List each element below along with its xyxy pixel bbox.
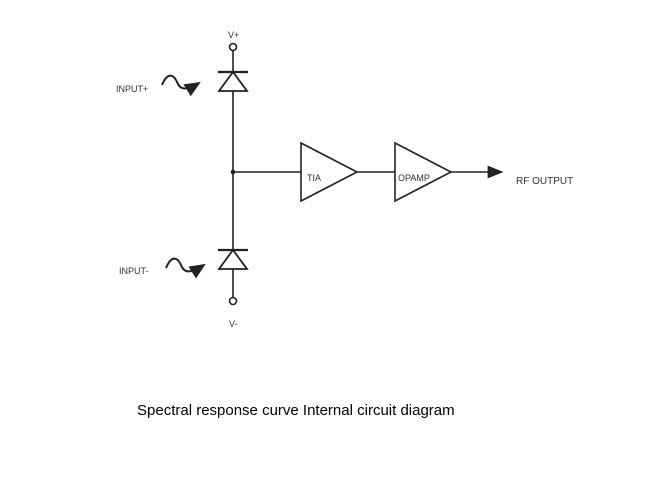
photodiode-bottom bbox=[217, 248, 249, 297]
v-plus-node bbox=[228, 42, 238, 52]
input-plus-label: INPUT+ bbox=[116, 84, 148, 94]
amplifier-triangle-icon bbox=[394, 141, 453, 203]
input-minus: INPUT- bbox=[119, 257, 206, 279]
v-plus-terminal: V+ bbox=[228, 30, 239, 72]
v-minus-terminal: V- bbox=[228, 296, 238, 329]
v-plus-label: V+ bbox=[228, 30, 239, 40]
tia-label: TIA bbox=[307, 173, 321, 183]
tia-amplifier: TIA bbox=[300, 141, 359, 203]
rf-output-label: RF OUTPUT bbox=[516, 176, 573, 187]
opamp-amplifier: OPAMP bbox=[394, 141, 453, 203]
photodiode-top bbox=[217, 70, 249, 172]
light-wave-arrow-icon bbox=[165, 257, 206, 279]
amplifier-triangle-icon bbox=[300, 141, 359, 203]
opamp-label: OPAMP bbox=[398, 173, 430, 183]
v-minus-node bbox=[228, 296, 238, 306]
light-wave-arrow-icon bbox=[161, 74, 201, 97]
input-minus-label: INPUT- bbox=[119, 266, 149, 276]
input-plus: INPUT+ bbox=[116, 74, 201, 97]
photodiode-icon bbox=[217, 248, 249, 270]
v-minus-label: V- bbox=[229, 319, 238, 329]
diagram-caption: Spectral response curve Internal circuit… bbox=[137, 402, 455, 419]
photodiode-icon bbox=[217, 70, 249, 92]
